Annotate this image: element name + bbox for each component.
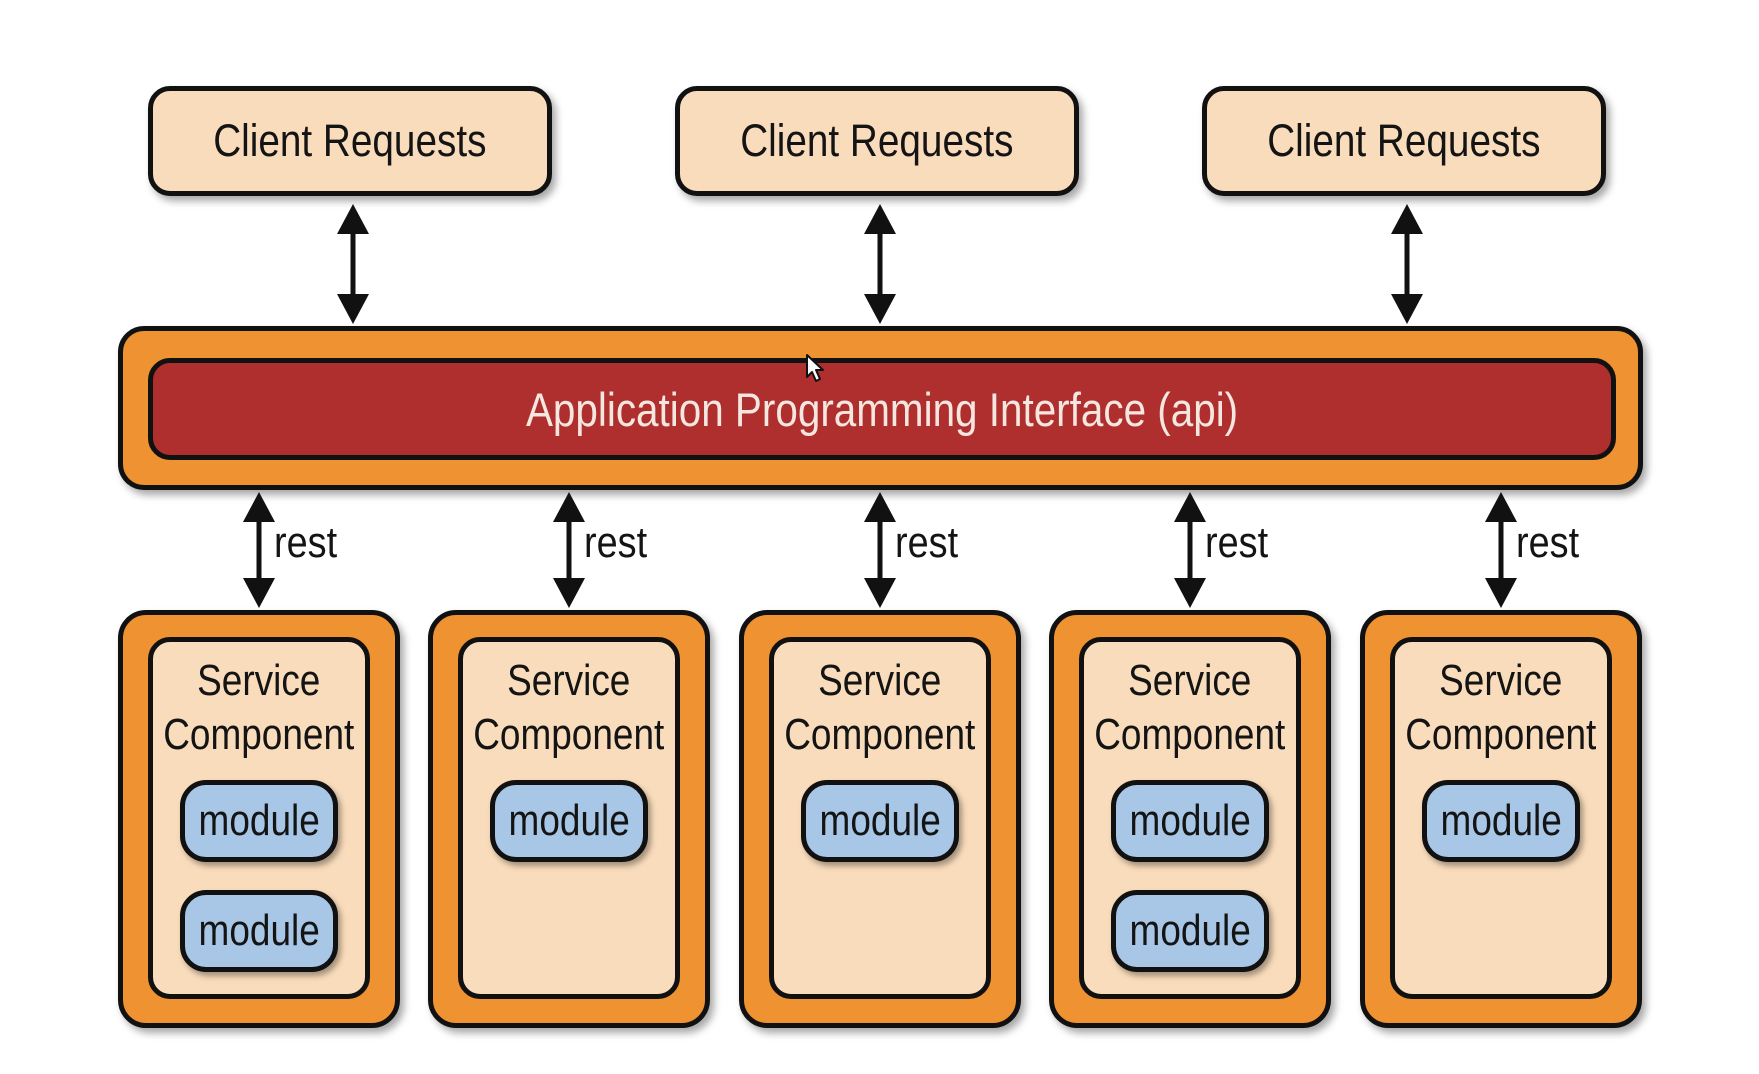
service-title-line2: Component bbox=[163, 710, 355, 759]
mouse-cursor-icon bbox=[806, 354, 824, 382]
service-title-line1: Service bbox=[818, 656, 942, 705]
service-component-inner: Service Component module module bbox=[1079, 637, 1301, 999]
rest-label-5: rest bbox=[1516, 518, 1580, 567]
module-box: module bbox=[490, 780, 648, 862]
module-label: module bbox=[508, 796, 630, 845]
module-box: module bbox=[1422, 780, 1580, 862]
client-requests-label: Client Requests bbox=[213, 115, 487, 166]
service-component-title: Service Component bbox=[1094, 654, 1285, 762]
rest-label-2: rest bbox=[584, 518, 648, 567]
client-requests-box-1: Client Requests bbox=[148, 86, 552, 196]
client-requests-label: Client Requests bbox=[740, 115, 1014, 166]
service-component-inner: Service Component module bbox=[1390, 637, 1612, 999]
module-label: module bbox=[198, 906, 320, 955]
service-title-line1: Service bbox=[1439, 656, 1563, 705]
rest-label-3: rest bbox=[895, 518, 959, 567]
service-title-line1: Service bbox=[197, 656, 321, 705]
module-box: module bbox=[180, 890, 338, 972]
rest-arrow-3 bbox=[864, 492, 896, 608]
module-label: module bbox=[1129, 906, 1251, 955]
service-title-line2: Component bbox=[784, 710, 976, 759]
service-component-5: Service Component module bbox=[1360, 610, 1642, 1028]
rest-arrow-2 bbox=[553, 492, 585, 608]
service-title-line1: Service bbox=[507, 656, 631, 705]
service-component-title: Service Component bbox=[1405, 654, 1596, 762]
service-component-1: Service Component module module bbox=[118, 610, 400, 1028]
module-box: module bbox=[801, 780, 959, 862]
service-component-4: Service Component module module bbox=[1049, 610, 1331, 1028]
service-component-title: Service Component bbox=[784, 654, 975, 762]
service-component-inner: Service Component module module bbox=[148, 637, 370, 999]
client-requests-label: Client Requests bbox=[1267, 115, 1541, 166]
rest-arrow-4 bbox=[1174, 492, 1206, 608]
api-layer: Application Programming Interface (api) bbox=[118, 326, 1643, 490]
rest-label-4: rest bbox=[1205, 518, 1269, 567]
module-box: module bbox=[180, 780, 338, 862]
service-component-inner: Service Component module bbox=[458, 637, 680, 999]
rest-arrow-5 bbox=[1485, 492, 1517, 608]
module-box: module bbox=[1111, 780, 1269, 862]
service-component-title: Service Component bbox=[473, 654, 664, 762]
client-api-arrow-3 bbox=[1391, 204, 1423, 324]
module-label: module bbox=[819, 796, 941, 845]
service-component-title: Service Component bbox=[163, 654, 354, 762]
service-title-line1: Service bbox=[1128, 656, 1252, 705]
service-title-line2: Component bbox=[1405, 710, 1597, 759]
api-bar: Application Programming Interface (api) bbox=[148, 358, 1616, 460]
api-label: Application Programming Interface (api) bbox=[525, 382, 1239, 436]
rest-label-1: rest bbox=[274, 518, 338, 567]
module-label: module bbox=[1440, 796, 1562, 845]
service-component-3: Service Component module bbox=[739, 610, 1021, 1028]
rest-arrow-1 bbox=[243, 492, 275, 608]
client-requests-box-2: Client Requests bbox=[675, 86, 1079, 196]
service-component-inner: Service Component module bbox=[769, 637, 991, 999]
module-label: module bbox=[198, 796, 320, 845]
client-api-arrow-2 bbox=[864, 204, 896, 324]
module-box: module bbox=[1111, 890, 1269, 972]
service-component-2: Service Component module bbox=[428, 610, 710, 1028]
client-requests-box-3: Client Requests bbox=[1202, 86, 1606, 196]
service-title-line2: Component bbox=[1094, 710, 1286, 759]
module-label: module bbox=[1129, 796, 1251, 845]
client-api-arrow-1 bbox=[337, 204, 369, 324]
service-title-line2: Component bbox=[473, 710, 665, 759]
